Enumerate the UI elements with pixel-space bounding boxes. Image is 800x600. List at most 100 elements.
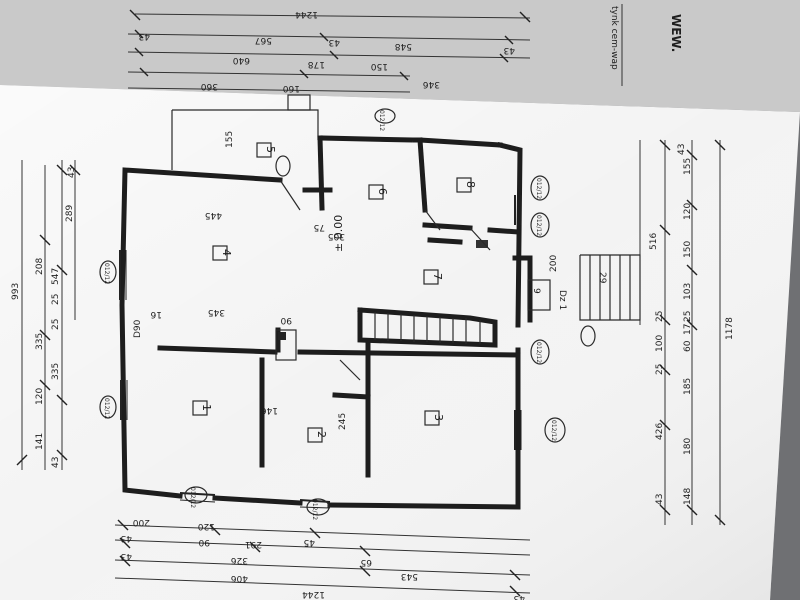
win-label-4: 012/12	[103, 263, 110, 284]
right-dim-c-0: 426	[655, 423, 665, 440]
win-marker-5	[544, 417, 566, 443]
room-label-1: 1	[200, 404, 213, 411]
bottom-dim-c-2: 291	[245, 539, 262, 549]
win-marker-1	[184, 486, 208, 504]
left-dim-c-1: 120	[35, 388, 45, 405]
room-box-1	[192, 400, 208, 416]
porch-wall-north	[172, 109, 319, 140]
room-label-4: 4	[220, 249, 233, 256]
bottom-dimension-lines	[114, 519, 531, 597]
top-dim-row2-3: 548	[395, 41, 412, 51]
room-box-4	[212, 245, 228, 261]
annot-level: ± 0.00	[332, 215, 345, 252]
wew-label: WEW.	[669, 14, 683, 52]
win-label-3: 012/12	[103, 398, 110, 419]
top-dim-row2-1: 567	[255, 35, 272, 45]
right-dim-b-3: 100	[655, 335, 665, 352]
window-bottom-2	[299, 499, 331, 503]
door-arc-4	[424, 209, 441, 231]
room-label-6: 6	[376, 188, 389, 195]
bottom-dimension-labels: 200 120 43 90 291 45 43 326 65 543 406 4…	[121, 517, 525, 600]
annot-200: 200	[549, 255, 559, 272]
annot-90: 90	[280, 315, 292, 325]
bottom-dim-c-0: 43	[121, 533, 132, 543]
bottom-dim-b-2: 65	[361, 557, 372, 567]
top-dim-row4-2: 160	[283, 83, 300, 93]
kitchen-counter	[275, 329, 297, 361]
left-dim-d-0: 141	[35, 433, 45, 450]
win-marker-11	[580, 325, 596, 347]
left-dim-c-2: 335	[51, 363, 61, 380]
room-box-8	[456, 177, 472, 193]
left-dim-b-2: 208	[35, 258, 45, 275]
plan-annotations: ± 0.00 445 345 305 245 146 90 75 155 200…	[133, 131, 607, 430]
annot-305: 305	[328, 231, 345, 241]
bottom-dim-d-0: 200	[133, 517, 150, 527]
top-dim-row3-1: 178	[308, 59, 325, 69]
door-arc-3	[469, 227, 491, 251]
win-marker-6	[530, 212, 550, 238]
right-dim-a-3: 150	[683, 241, 693, 258]
right-dim-a-5: 25	[683, 311, 693, 322]
right-dim-b-4: 25	[655, 311, 665, 322]
bottom-dim-b-1: 326	[231, 555, 248, 565]
top-dimension-labels: 1244 43 567 43 548 43 640 178 150 346 36…	[139, 9, 515, 93]
room-label-2: 2	[315, 431, 328, 438]
top-dim-row3-2: 150	[371, 61, 388, 71]
bottom-dim-b-0: 43	[121, 551, 132, 561]
room-box-5	[256, 142, 272, 158]
door-swings	[279, 179, 491, 381]
wall-5-6	[317, 135, 325, 211]
bottom-dim-overall: 1244	[302, 589, 325, 599]
tynk-label: tynk cem-wap	[609, 6, 619, 70]
left-dim-mid-0: 547	[51, 268, 61, 285]
right-dim-b-2: 17	[683, 324, 693, 335]
room-box-6	[368, 184, 384, 200]
right-dim-c-1: 185	[683, 378, 693, 395]
wall-4-1	[157, 345, 278, 355]
top-dim-row3-0: 640	[233, 55, 250, 65]
stove-burner	[278, 332, 286, 340]
wall-8-bottom-right	[487, 227, 521, 235]
left-dimension-lines	[16, 160, 81, 470]
win-marker-3	[99, 395, 117, 419]
bottom-dim-a-0: 543	[401, 571, 418, 581]
right-dim-c-2: 180	[683, 438, 693, 455]
win-marker-8	[530, 339, 550, 365]
win-label-5: 012/12	[550, 420, 557, 441]
right-dim-b-0: 25	[655, 364, 665, 375]
left-dim-d-1: 43	[51, 457, 61, 468]
room-label-3: 3	[432, 414, 445, 421]
left-dim-c-0: 335	[35, 333, 45, 350]
win-label-7: 012/12	[535, 178, 542, 199]
room-box-3	[424, 410, 440, 426]
annot-16: 16	[150, 309, 162, 319]
left-dimension-labels: 993 547 289 43 25 208 335 120 335 25 141…	[11, 167, 77, 468]
annot-29: 29	[597, 272, 607, 284]
bottom-dim-a-2: 43	[514, 593, 525, 600]
right-dim-a-2: 120	[683, 203, 693, 220]
bottom-dim-c-1: 90	[198, 537, 210, 547]
outer-wall-east	[496, 141, 523, 328]
win-marker-2	[306, 498, 330, 516]
entrance-wall	[512, 255, 533, 323]
bottom-dim-c-3: 45	[304, 537, 315, 547]
window-markers: 012/12 012/12 012/12 012/12 012/12 012/1…	[99, 108, 596, 520]
right-dimension-labels: 1178 516 43 155 120 150 103 25 25 60 17 …	[649, 144, 735, 505]
annot-75: 75	[314, 222, 325, 232]
win-label-1: 012/12	[189, 487, 196, 508]
top-dimension-lines	[127, 9, 531, 93]
room-label-8: 8	[464, 181, 477, 188]
left-dim-mid-1: 289	[65, 205, 75, 222]
right-dim-a-1: 155	[683, 158, 693, 175]
room-9-box	[527, 279, 551, 311]
win-marker-9	[374, 108, 396, 124]
win-marker-7	[530, 175, 550, 201]
annot-345: 345	[208, 307, 225, 317]
annot-245: 245	[338, 413, 348, 430]
interior-walls	[157, 135, 641, 478]
room-labels: 1 2 3 4 5 6 7 8 9	[192, 142, 541, 443]
left-dim-b-1: 25	[51, 294, 61, 305]
room-box-2	[307, 427, 323, 443]
right-dim-a-4: 103	[683, 283, 693, 300]
